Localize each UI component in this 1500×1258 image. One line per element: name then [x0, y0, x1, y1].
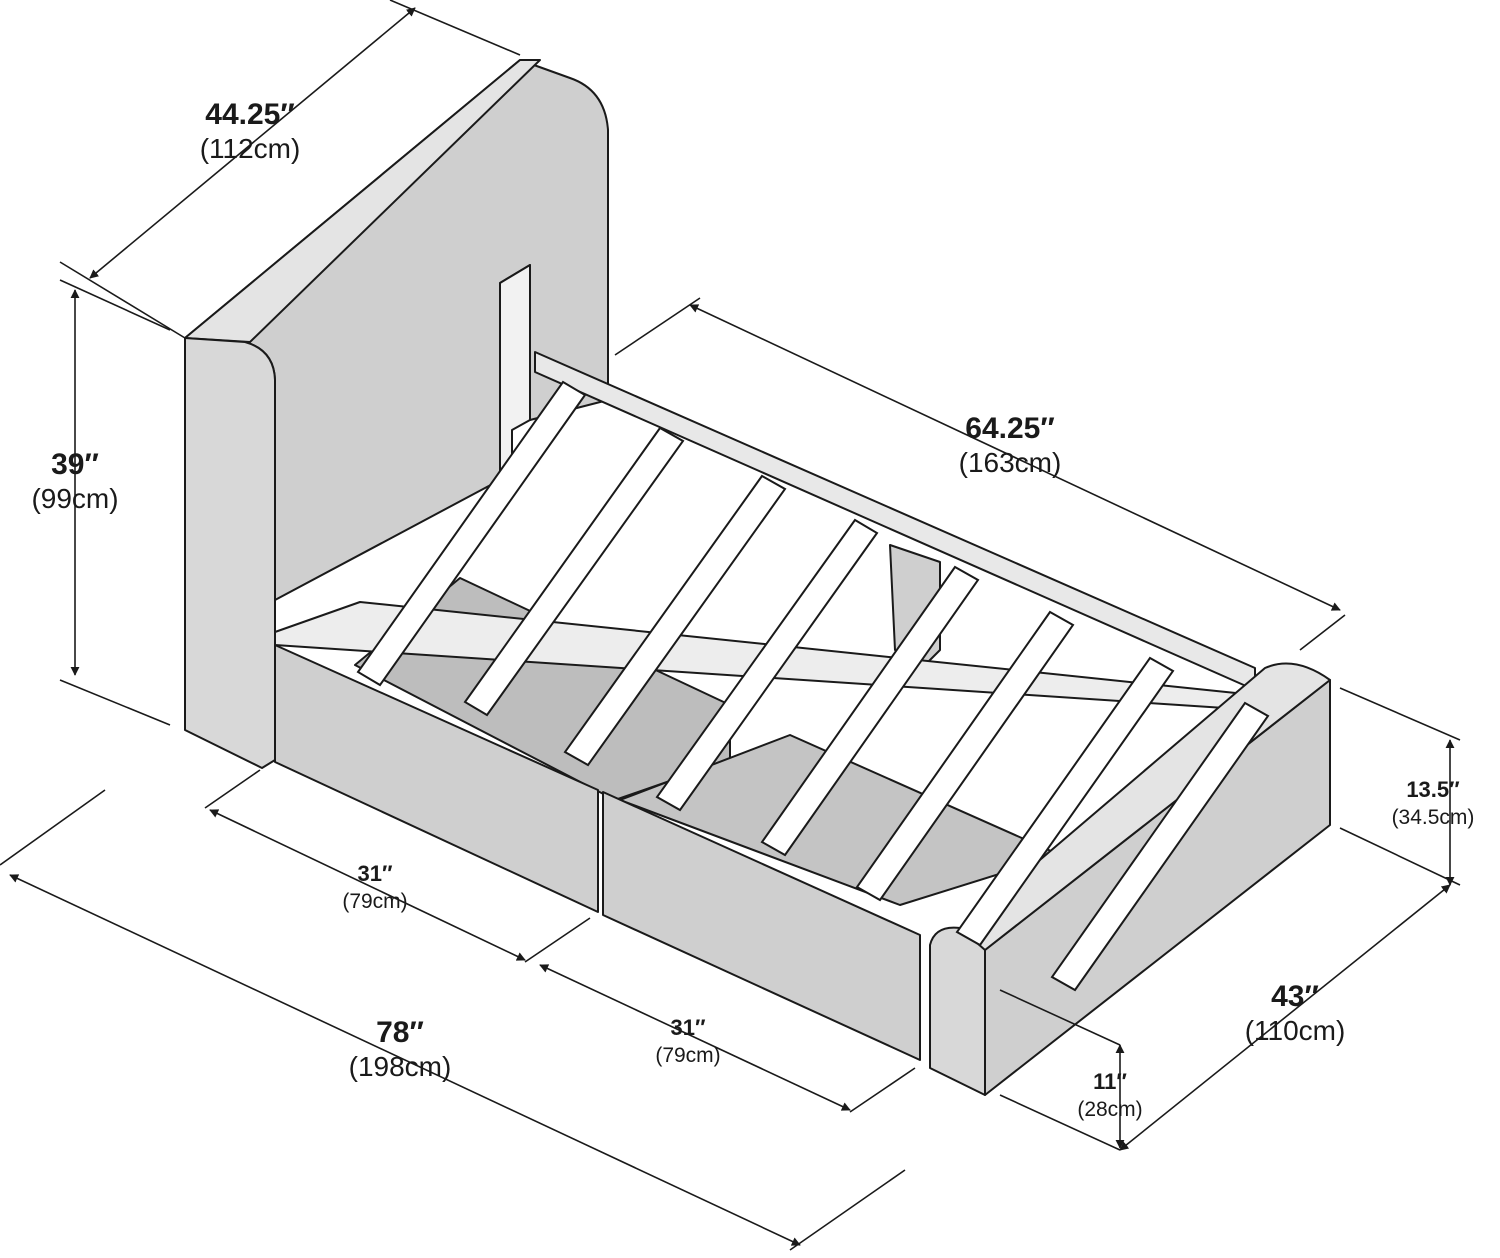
headboard-width-metric: (112cm)	[199, 133, 301, 164]
drawer-front-extension	[204, 769, 261, 809]
headboard-height-extension	[59, 679, 171, 726]
headboard-width-extension	[59, 261, 186, 339]
overall-length-label: 78″ (198cm)	[310, 1016, 490, 1084]
side-rail-length-label: 64.25″ (163cm)	[910, 412, 1110, 480]
headboard-height-extension	[59, 279, 171, 331]
headboard-width-label: 44.25″ (112cm)	[140, 98, 360, 166]
side-rail-length-extension	[1299, 614, 1346, 651]
drawer-back-imperial: 31″	[670, 1015, 706, 1040]
headboard-width-extension	[389, 0, 521, 56]
footboard-post	[929, 926, 986, 1096]
rail-height-metric: (28cm)	[1077, 1098, 1143, 1121]
rail-height-extension	[999, 989, 1121, 1046]
drawer-front-dimension-line	[209, 809, 526, 961]
rail-height-label: 11″ (28cm)	[1050, 1068, 1170, 1124]
footboard-height-extension	[1339, 827, 1461, 886]
footboard-height-metric: (34.5cm)	[1391, 806, 1475, 829]
overall-length-dimension-line	[9, 874, 801, 1246]
bed-slat	[955, 656, 1175, 947]
headboard-width-imperial: 44.25″	[205, 98, 295, 131]
overall-length-imperial: 78″	[376, 1016, 424, 1049]
bed-slat	[855, 610, 1075, 902]
rail-height-imperial: 11″	[1093, 1069, 1127, 1094]
drawer-back-metric: (79cm)	[655, 1044, 721, 1067]
headboard-width-dimension-line	[89, 7, 416, 279]
footboard-height-label: 13.5″ (34.5cm)	[1368, 776, 1498, 832]
headboard-front-face	[184, 337, 276, 769]
drawer-front-label: 31″ (79cm)	[315, 860, 435, 916]
side-rail-length-extension	[614, 297, 701, 356]
dimension-lines	[0, 0, 1461, 1251]
footboard-height-imperial: 13.5″	[1406, 777, 1460, 802]
drawer-front-metric: (79cm)	[342, 890, 408, 913]
drawer-front-imperial: 31″	[357, 861, 393, 886]
side-rail-length-imperial: 64.25″	[965, 412, 1055, 445]
overall-width-metric: (110cm)	[1244, 1015, 1346, 1046]
bed-slat	[463, 426, 685, 717]
headboard-height-metric: (99cm)	[31, 483, 119, 514]
drawer-back-extension	[849, 1067, 916, 1113]
overall-length-extension	[0, 789, 106, 866]
overall-width-dimension-line	[1119, 884, 1451, 1151]
overall-length-extension	[789, 1169, 906, 1251]
overall-width-label: 43″ (110cm)	[1220, 980, 1370, 1048]
drawer-back-dimension-line	[539, 964, 851, 1111]
drawer-front-extension	[524, 917, 591, 963]
bed-structure	[184, 59, 1331, 1096]
bed-slat	[356, 380, 587, 687]
overall-width-imperial: 43″	[1271, 980, 1319, 1013]
drawer-back-label: 31″ (79cm)	[628, 1014, 748, 1070]
side-rail-length-metric: (163cm)	[958, 447, 1062, 478]
footboard-height-extension	[1339, 687, 1461, 741]
bed-slat	[1050, 701, 1270, 992]
side-rail-length-dimension-line	[689, 304, 1341, 611]
headboard-height-imperial: 39″	[51, 448, 99, 481]
headboard-height-label: 39″ (99cm)	[0, 448, 150, 516]
rail-height-extension	[999, 1094, 1121, 1151]
overall-length-metric: (198cm)	[348, 1051, 452, 1082]
